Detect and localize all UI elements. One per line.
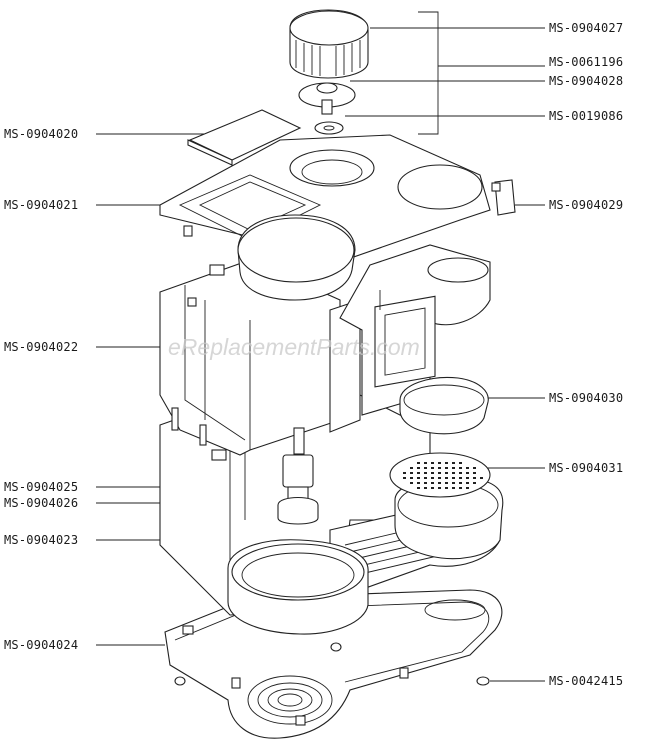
watermark: eReplacementParts.com: [168, 334, 420, 360]
grid-perforation: [417, 467, 420, 469]
flap-lid: [187, 109, 302, 166]
top-group-bracket: [418, 11, 545, 135]
grid-perforation: [438, 482, 441, 484]
grid-perforation: [445, 477, 448, 479]
callout-labels: MS-0904027 MS-0061196 MS-0904028 MS-0019…: [4, 21, 623, 688]
grid-perforation: [417, 477, 420, 479]
grid-perforation: [410, 472, 413, 474]
grid-perforation: [438, 487, 441, 489]
right-frame: [339, 244, 491, 416]
grid-perforation: [424, 467, 427, 469]
grid-perforation: [438, 467, 441, 469]
grid-perforation: [452, 477, 455, 479]
filter-ring: [399, 376, 489, 435]
grid-perforation: [459, 477, 462, 479]
water-lid: [237, 214, 356, 301]
label-ms-0061196: MS-0061196: [549, 55, 623, 69]
label-ms-0904021: MS-0904021: [4, 198, 78, 212]
grid-perforation: [417, 487, 420, 489]
label-ms-0904024: MS-0904024: [4, 638, 78, 652]
grid-perforation: [417, 482, 420, 484]
grid-perforation: [431, 487, 434, 489]
grid-perforation: [466, 477, 469, 479]
grid-perforation: [466, 472, 469, 474]
label-ms-0904029: MS-0904029: [549, 198, 623, 212]
grid-perforation: [473, 467, 476, 469]
grid-perforation: [466, 487, 469, 489]
grid-perforation: [431, 472, 434, 474]
grid-perforation: [424, 462, 427, 464]
grid-perforation: [459, 482, 462, 484]
grid-perforation: [459, 467, 462, 469]
label-ms-0904022: MS-0904022: [4, 340, 78, 354]
grid-perforation: [452, 487, 455, 489]
foot: [330, 642, 342, 652]
grid-perforation: [424, 477, 427, 479]
grid-perforation: [452, 472, 455, 474]
grid-perforation: [452, 482, 455, 484]
grid-perforation: [410, 477, 413, 479]
foot: [476, 676, 490, 686]
grid-perforation: [431, 477, 434, 479]
label-ms-0904028: MS-0904028: [549, 74, 623, 88]
grid-perforation: [473, 477, 476, 479]
grid-perforation: [459, 487, 462, 489]
grid-perforation: [445, 487, 448, 489]
grid-perforation: [417, 472, 420, 474]
grid-perforation: [473, 482, 476, 484]
grid-perforation: [452, 462, 455, 464]
grid-perforation: [424, 487, 427, 489]
grid-perforation: [431, 467, 434, 469]
tank-housing: [159, 259, 361, 461]
side-clip: [491, 179, 516, 216]
grid-perforation: [438, 462, 441, 464]
grid-perforation: [452, 467, 455, 469]
top-cover: [159, 134, 491, 261]
base-plate: [164, 589, 503, 739]
grid-perforation: [424, 482, 427, 484]
brew-spout: [277, 427, 319, 525]
label-ms-0904025: MS-0904025: [4, 480, 78, 494]
grid-perforation: [459, 472, 462, 474]
grid-perforation: [445, 482, 448, 484]
grid-perforation: [410, 467, 413, 469]
grid-perforation: [424, 472, 427, 474]
grid-perforation: [438, 472, 441, 474]
drip-grid: [389, 452, 491, 498]
label-ms-0904020: MS-0904020: [4, 127, 78, 141]
grid-perforation: [403, 472, 406, 474]
grid-perforation: [466, 482, 469, 484]
grid-perforation: [431, 482, 434, 484]
grid-perforation: [459, 462, 462, 464]
grid-perforation: [445, 467, 448, 469]
grid-perforation: [466, 467, 469, 469]
label-ms-0904023: MS-0904023: [4, 533, 78, 547]
label-ms-0904026: MS-0904026: [4, 496, 78, 510]
grid-perforation: [473, 472, 476, 474]
label-ms-0904030: MS-0904030: [549, 391, 623, 405]
label-ms-0019086: MS-0019086: [549, 109, 623, 123]
grid-perforation: [417, 462, 420, 464]
knob-group: [289, 9, 369, 135]
label-ms-0904031: MS-0904031: [549, 461, 623, 475]
grid-perforation: [480, 477, 483, 479]
grid-perforation: [410, 482, 413, 484]
grid-perforation: [445, 472, 448, 474]
grid-perforation: [431, 462, 434, 464]
grid-perforation: [403, 477, 406, 479]
label-ms-0042415: MS-0042415: [549, 674, 623, 688]
foot: [174, 676, 186, 686]
grid-perforation: [438, 477, 441, 479]
label-ms-0904027: MS-0904027: [549, 21, 623, 35]
grid-perforation: [445, 462, 448, 464]
